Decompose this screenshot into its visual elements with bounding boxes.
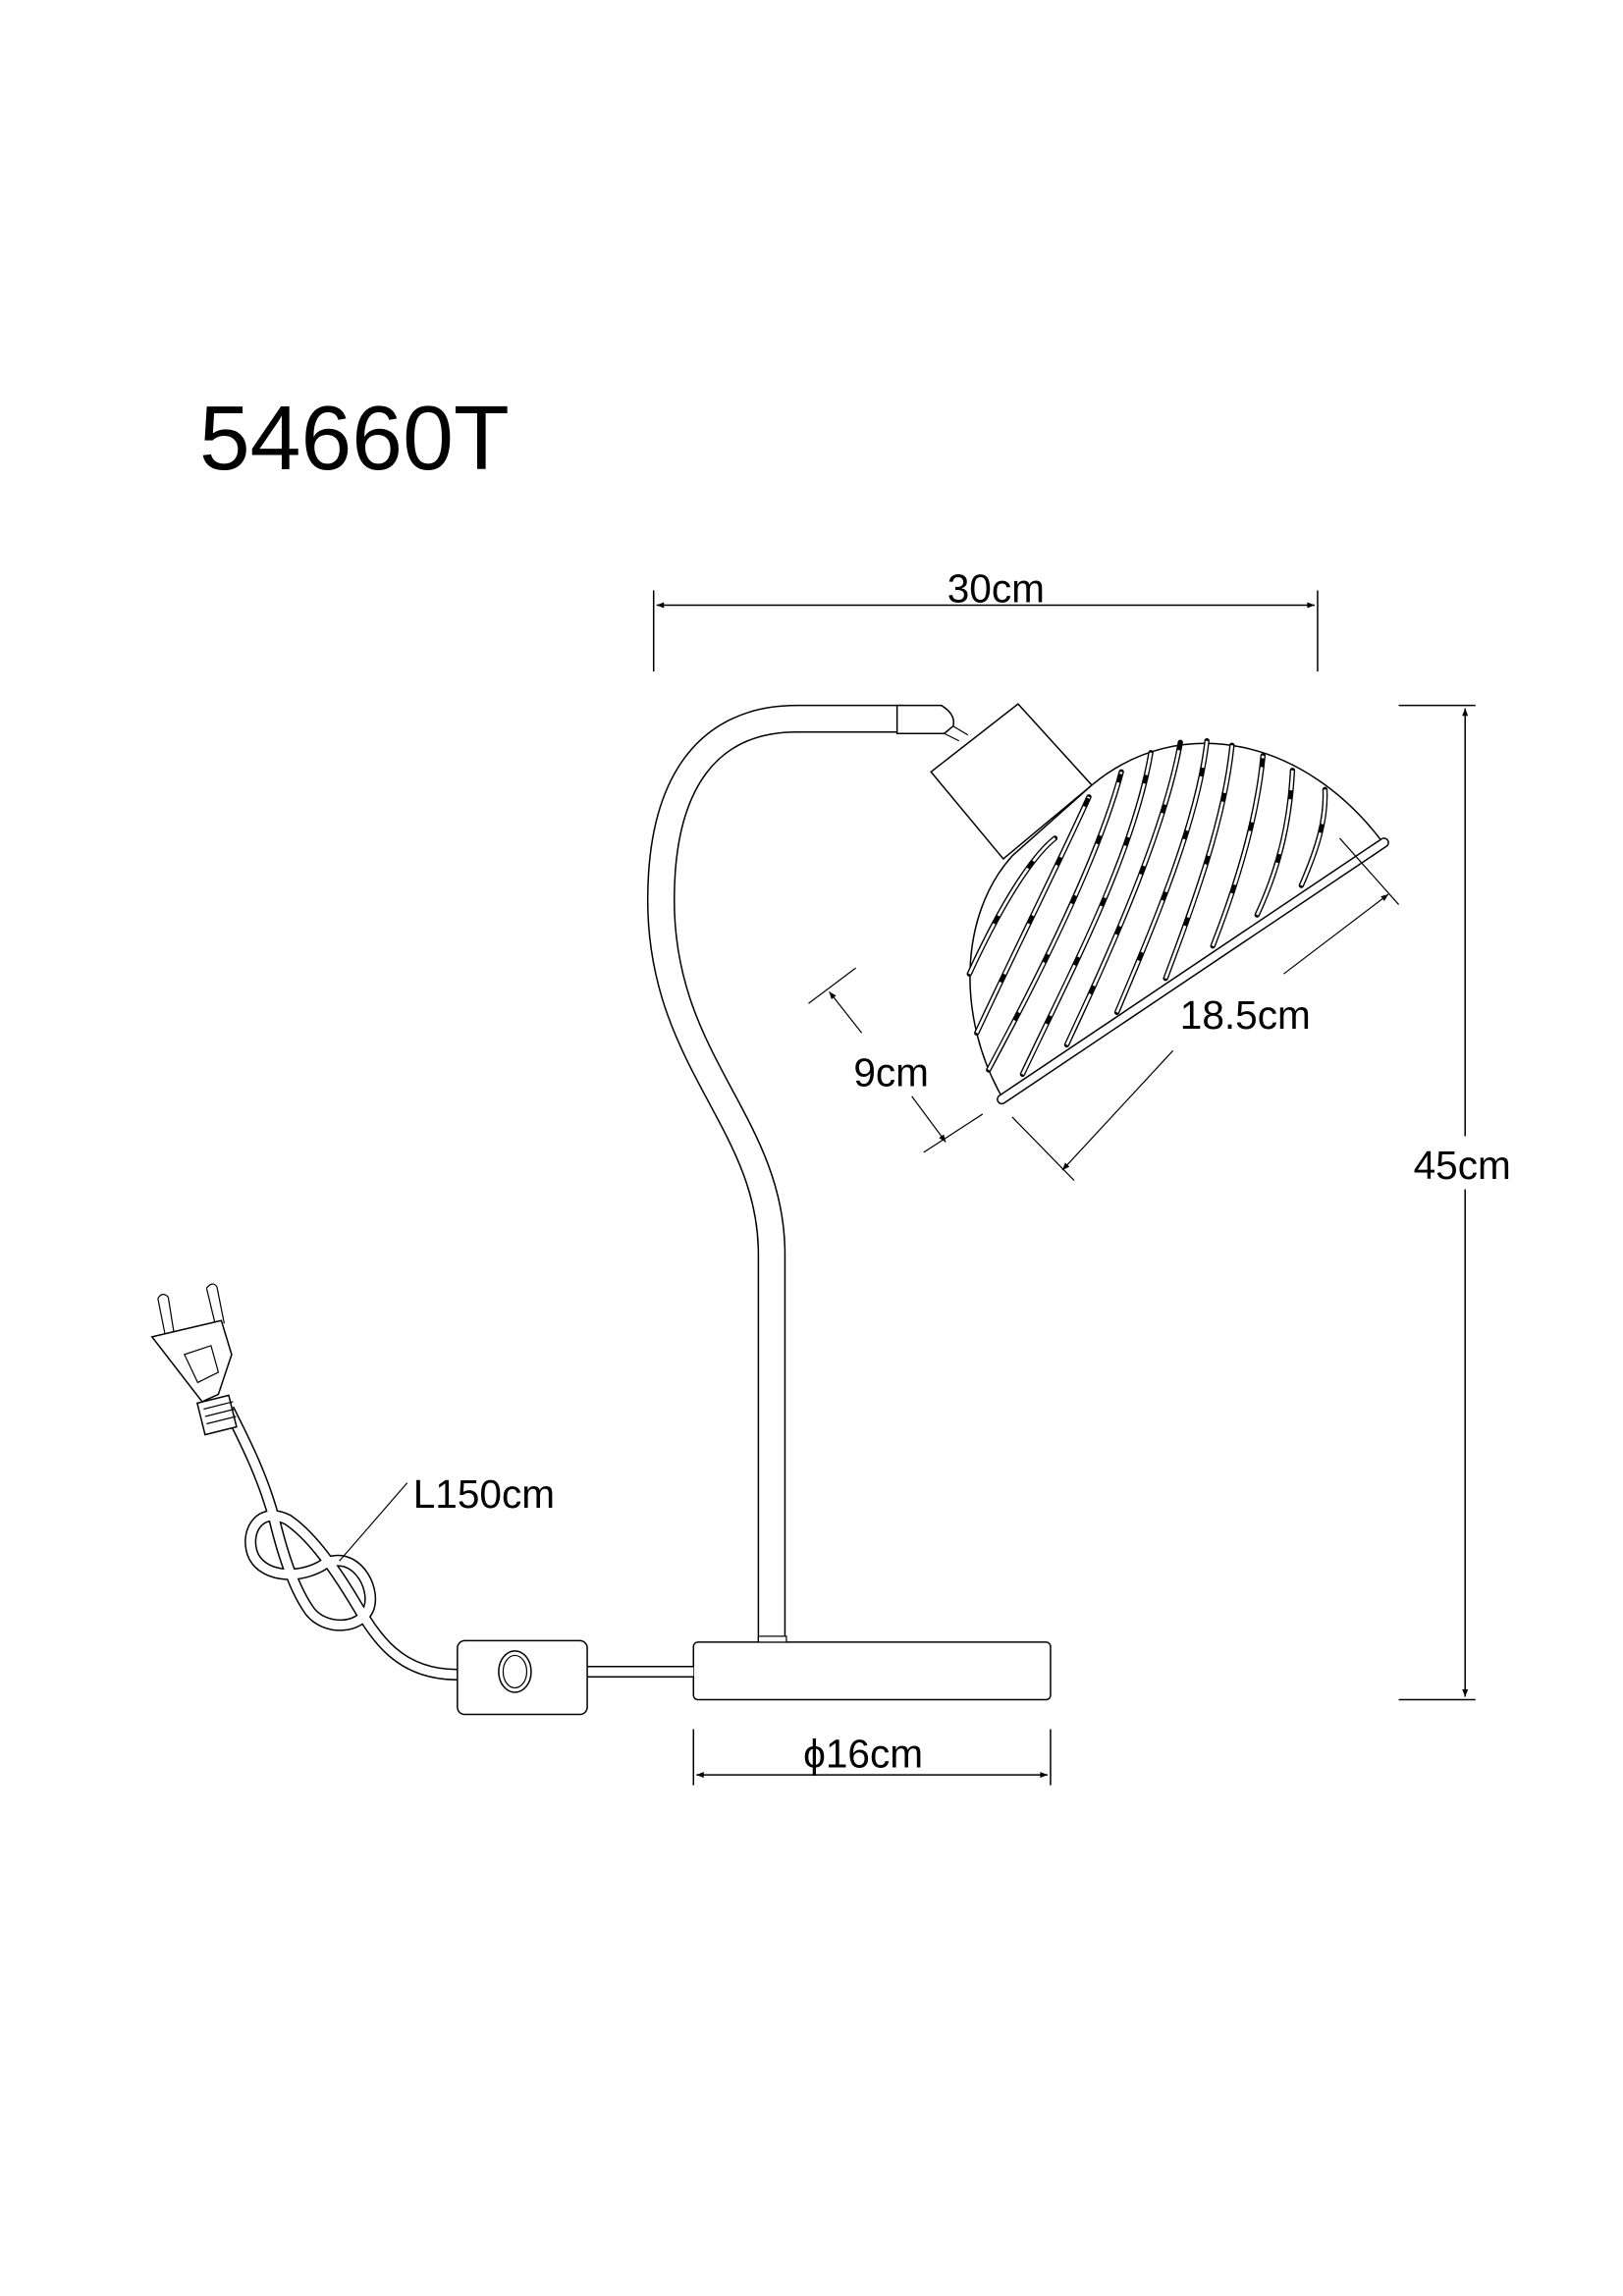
lamp-socket — [930, 703, 1094, 861]
lamp-arm — [646, 704, 903, 1645]
cable-length-label: L150cm — [413, 1471, 555, 1517]
base-diameter-label: ϕ16cm — [803, 1732, 923, 1777]
height-label: 45cm — [1414, 1143, 1511, 1188]
stem-collar — [757, 1635, 787, 1643]
lamp-base — [692, 1641, 1052, 1701]
width-dimension: 30cm — [652, 565, 1319, 672]
euro-plug — [150, 1283, 238, 1436]
switch-button — [498, 1650, 532, 1693]
height-dimension: 45cm — [1398, 704, 1523, 1701]
arm-connector — [895, 704, 954, 734]
shade-diameter-label: 18.5cm — [1180, 992, 1311, 1038]
shade-depth-dimension: 9cm — [808, 967, 984, 1153]
lamp-shade — [966, 738, 1389, 1105]
base-diameter-dimension: ϕ16cm — [692, 1729, 1052, 1786]
model-number-title: 54660T — [199, 387, 510, 489]
width-label: 30cm — [947, 565, 1045, 611]
cable-length-callout: L150cm — [339, 1471, 555, 1562]
shade-diameter-dimension: 18.5cm — [1011, 837, 1400, 1181]
power-cord — [223, 1406, 694, 1681]
inline-switch — [457, 1639, 588, 1716]
shade-depth-label: 9cm — [853, 1049, 929, 1095]
